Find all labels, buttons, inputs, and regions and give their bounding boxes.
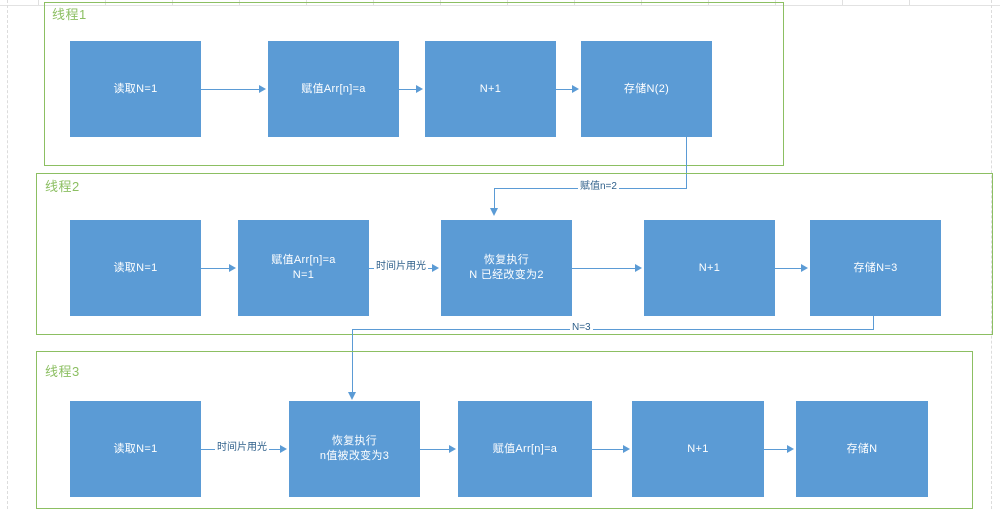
arrowhead-t2-4-5 [801, 264, 808, 272]
node-t2-store[interactable]: 存储N=3 [810, 220, 941, 316]
page-ruler-line [0, 5, 1000, 6]
connector-t3-2-3 [420, 449, 449, 450]
edge-label-assign-n2: 赋值n=2 [578, 181, 619, 193]
arrowhead-t3-4-5 [787, 445, 794, 453]
edge-label-t3-slice-expired: 时间片用光 [215, 442, 269, 454]
node-t3-resume[interactable]: 恢复执行 n值被改变为3 [289, 401, 420, 497]
arrowhead-t2-2-3 [432, 264, 439, 272]
edge-label-n3: N=3 [570, 322, 593, 334]
arrowhead-t1store-to-t2 [490, 208, 498, 216]
arrowhead-t2-3-4 [635, 264, 642, 272]
node-t2-assign[interactable]: 赋值Arr[n]=a N=1 [238, 220, 369, 316]
lane-title-thread2: 线程2 [45, 179, 80, 194]
arrowhead-t1-1-2 [259, 85, 266, 93]
ruler-tick [38, 0, 39, 5]
node-t2-increment[interactable]: N+1 [644, 220, 775, 316]
node-t2-read[interactable]: 读取N=1 [70, 220, 201, 316]
node-t3-store[interactable]: 存储N [796, 401, 928, 497]
connector-t2store-down [873, 316, 874, 330]
arrowhead-t1-2-3 [416, 85, 423, 93]
lane-title-thread1: 线程1 [52, 7, 87, 22]
node-t1-increment[interactable]: N+1 [425, 41, 556, 137]
node-t2-resume[interactable]: 恢复执行 N 已经改变为2 [441, 220, 572, 316]
arrowhead-t3-3-4 [623, 445, 630, 453]
node-t1-store[interactable]: 存储N(2) [581, 41, 712, 137]
connector-t3-4-5 [764, 449, 787, 450]
node-t3-increment[interactable]: N+1 [632, 401, 764, 497]
arrowhead-t3-1-2 [280, 445, 287, 453]
lane-thread1 [44, 2, 784, 166]
page-margin-guide-left [7, 0, 8, 509]
connector-t1store-to-t2 [494, 188, 495, 210]
node-t3-assign[interactable]: 赋值Arr[n]=a [458, 401, 592, 497]
connector-t2store-left [352, 329, 874, 330]
page-margin-guide-right [991, 0, 992, 509]
connector-t3-3-4 [592, 449, 623, 450]
lane-thread2 [36, 173, 993, 335]
ruler-tick [909, 0, 910, 5]
node-t1-read[interactable]: 读取N=1 [70, 41, 201, 137]
connector-t2-3-4 [572, 268, 635, 269]
connector-t2-4-5 [775, 268, 801, 269]
connector-t1store-down [686, 137, 687, 189]
arrowhead-t1-3-4 [572, 85, 579, 93]
arrowhead-t2store-to-t3 [348, 392, 356, 400]
connector-t1-2-3 [399, 89, 416, 90]
lane-title-thread3: 线程3 [45, 364, 80, 379]
connector-t1-1-2 [201, 89, 259, 90]
connector-t2-1-2 [201, 268, 229, 269]
arrowhead-t3-2-3 [449, 445, 456, 453]
node-t3-read[interactable]: 读取N=1 [70, 401, 201, 497]
arrowhead-t2-1-2 [229, 264, 236, 272]
connector-t2store-to-t3 [352, 329, 353, 393]
connector-t1-3-4 [556, 89, 572, 90]
ruler-tick [842, 0, 843, 5]
node-t1-assign[interactable]: 赋值Arr[n]=a [268, 41, 399, 137]
edge-label-t2-slice-expired: 时间片用光 [374, 261, 428, 273]
